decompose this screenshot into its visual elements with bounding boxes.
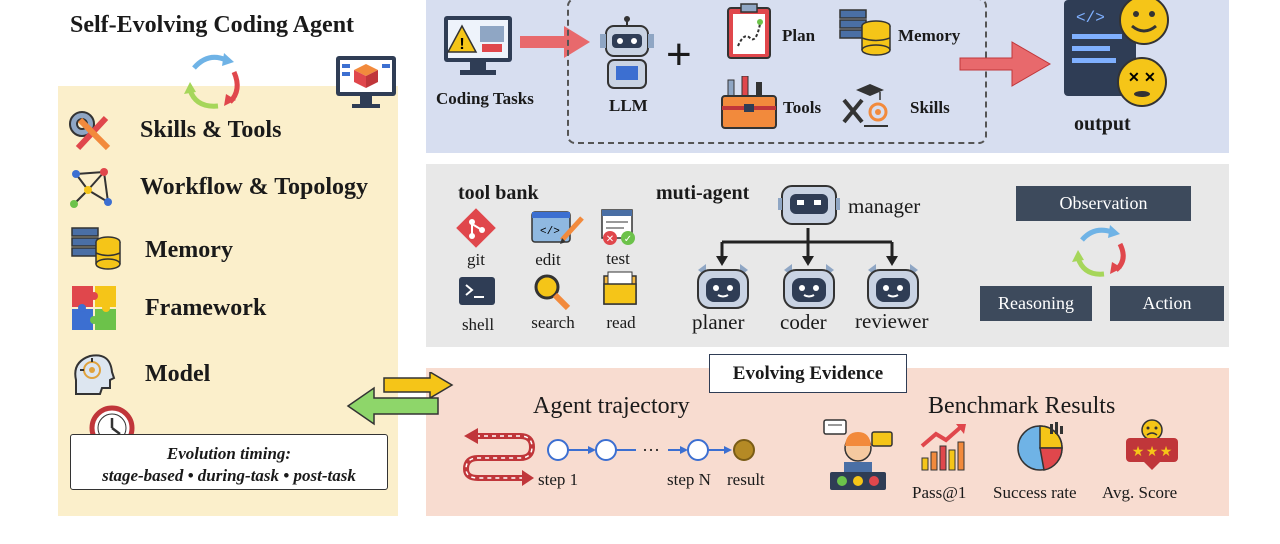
planer-robot-icon	[697, 264, 749, 309]
svg-text:✕: ✕	[1144, 69, 1156, 85]
svg-text:</>: </>	[1076, 9, 1105, 27]
pass-at-1-chart-icon	[920, 424, 966, 471]
edit-code-icon: </>	[531, 211, 584, 244]
arrow-to-llm	[520, 26, 590, 58]
plan-clipboard-icon	[727, 3, 771, 59]
action-box: Action	[1110, 286, 1224, 321]
agent-trajectory-title: Agent trajectory	[533, 393, 690, 419]
read-folder-icon	[603, 271, 637, 305]
evolution-timing-box: Evolution timing: stage-based • during-t…	[70, 434, 388, 490]
output-code-emoji-icon: </> ✕ ✕	[1064, 0, 1169, 107]
puzzle-icon	[72, 286, 116, 330]
observation-box: Observation	[1016, 186, 1191, 221]
reasoning-box: Reasoning	[980, 286, 1092, 321]
tools-label: Tools	[783, 98, 822, 117]
evolution-cycle-icon	[184, 53, 240, 109]
arrow-to-output	[959, 41, 1051, 87]
skills-label: Skills	[910, 98, 950, 117]
result-label: result	[727, 470, 765, 489]
planer-label: planer	[692, 310, 745, 334]
tool-edit-label: edit	[535, 250, 561, 269]
shell-terminal-icon	[459, 277, 495, 305]
plus-sign: +	[666, 30, 692, 79]
metric-pass-at-1: Pass@1	[912, 483, 967, 502]
trajectory-path-icon	[462, 428, 536, 486]
tool-git-label: git	[467, 250, 485, 269]
reasoning-cycle-icon	[1072, 225, 1126, 277]
metric-success-rate: Success rate	[993, 483, 1077, 502]
tool-search-label: search	[531, 313, 575, 332]
reviewer-robot-icon	[867, 264, 919, 309]
llm-label: LLM	[609, 96, 648, 115]
left-item-skills-tools: Skills & Tools	[140, 117, 282, 143]
test-icon: ✕ ✓	[601, 209, 635, 245]
timing-title: Evolution timing:	[166, 444, 292, 463]
svg-text:✕: ✕	[1128, 69, 1140, 85]
success-rate-pie-icon	[1017, 422, 1063, 471]
manager-robot-icon	[778, 185, 840, 225]
toolbox-icon	[721, 76, 777, 129]
skills-icon	[842, 84, 888, 127]
step1-label: step 1	[538, 470, 579, 489]
evaluator-person-icon	[823, 419, 893, 490]
tool-read-label: read	[606, 313, 636, 332]
svg-text:★: ★	[1160, 444, 1173, 460]
left-item-model: Model	[145, 361, 211, 387]
svg-text:★: ★	[1146, 444, 1159, 460]
memory-label: Memory	[898, 26, 961, 45]
ai-head-icon	[74, 354, 116, 395]
tools-icon	[69, 111, 111, 151]
trajectory-dots: ···	[642, 440, 660, 460]
trajectory-steps	[547, 439, 755, 461]
left-item-workflow-topology: Workflow & Topology	[140, 174, 369, 200]
stepN-label: step N	[667, 470, 711, 489]
manager-label: manager	[848, 194, 921, 218]
svg-text:!: !	[459, 36, 464, 53]
agent-hierarchy-lines	[716, 228, 898, 266]
coder-label: coder	[780, 310, 827, 334]
plan-label: Plan	[782, 26, 816, 45]
bidirectional-arrow	[346, 372, 454, 426]
search-magnifier-icon	[534, 274, 571, 311]
network-icon	[70, 168, 112, 208]
benchmark-results-title: Benchmark Results	[928, 393, 1116, 419]
multi-agent-title: muti-agent	[656, 182, 750, 204]
output-label: output	[1074, 113, 1131, 135]
monitor-warning-icon: !	[444, 16, 512, 75]
evolving-evidence-box: Evolving Evidence	[709, 354, 907, 393]
svg-text:✕: ✕	[606, 234, 614, 245]
svg-text:★: ★	[1132, 444, 1145, 460]
memory-database-icon	[839, 9, 891, 56]
left-title: Self-Evolving Coding Agent	[70, 12, 355, 38]
computer-cube-icon	[336, 56, 396, 108]
tool-shell-label: shell	[461, 315, 495, 334]
timing-detail: stage-based • during-task • post-task	[102, 466, 356, 485]
metric-avg-score: Avg. Score	[1102, 483, 1178, 502]
svg-text:</>: </>	[540, 226, 560, 238]
left-item-framework: Framework	[145, 295, 267, 321]
coding-tasks-label: Coding Tasks	[436, 89, 534, 108]
svg-text:✓: ✓	[624, 234, 632, 245]
llm-robot-icon	[600, 16, 654, 89]
left-item-memory: Memory	[145, 237, 233, 263]
database-icon	[71, 227, 121, 270]
avg-score-rating-icon: ★ ★ ★	[1126, 419, 1178, 470]
tool-test-label: test	[606, 249, 630, 268]
agent-components-box	[567, 0, 987, 144]
tool-bank-title: tool bank	[458, 182, 539, 204]
coder-robot-icon	[783, 264, 835, 309]
reviewer-label: reviewer	[855, 309, 929, 333]
git-icon	[456, 208, 496, 248]
